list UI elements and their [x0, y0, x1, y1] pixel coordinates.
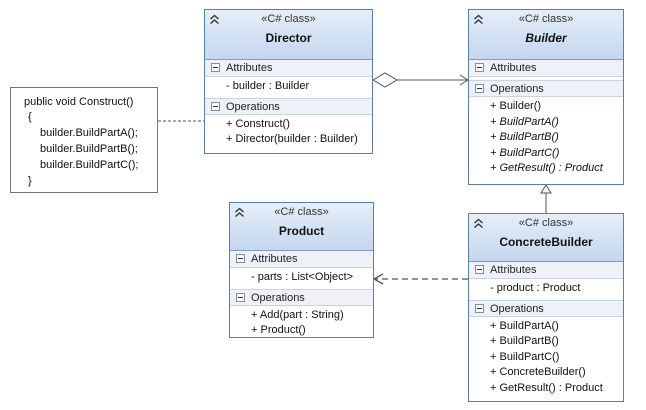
- attributes-section-header[interactable]: Attributes: [205, 60, 372, 77]
- class-name: Director: [265, 31, 312, 45]
- stereotype-label: «C# class»: [518, 217, 574, 229]
- operations-list: + Builder() + BuildPartA() + BuildPartB(…: [469, 97, 623, 180]
- collapse-icon[interactable]: [473, 14, 484, 25]
- section-label: Operations: [251, 291, 305, 304]
- operations-list: + Add(part : String) + Product(): [230, 306, 373, 342]
- aggregation-diamond: [372, 72, 398, 88]
- class-name: ConcreteBuilder: [499, 235, 593, 249]
- operation[interactable]: + Product(): [251, 324, 306, 336]
- section-label: Operations: [490, 83, 544, 95]
- collapse-icon[interactable]: [209, 14, 220, 25]
- class-header: «C# class» Director: [205, 10, 372, 60]
- attributes-section-header[interactable]: Attributes: [469, 60, 623, 77]
- collapse-icon[interactable]: [234, 207, 245, 218]
- section-label: Attributes: [226, 62, 273, 74]
- collapse-section-icon[interactable]: [211, 101, 220, 111]
- attribute[interactable]: - builder : Builder: [226, 80, 310, 92]
- attributes-list: - parts : List<Object>: [230, 268, 373, 289]
- operation[interactable]: + Builder(): [490, 100, 542, 112]
- attribute[interactable]: - parts : List<Object>: [251, 271, 354, 283]
- section-label: Attributes: [490, 264, 537, 276]
- operation[interactable]: + Add(part : String): [251, 308, 344, 321]
- inheritance-triangle: [540, 184, 552, 194]
- class-name: Builder: [525, 31, 567, 45]
- operation[interactable]: + ConcreteBuilder(): [490, 366, 586, 378]
- collapse-section-icon[interactable]: [475, 84, 484, 93]
- section-label: Attributes: [490, 62, 537, 74]
- operation[interactable]: + GetResult() : Product: [490, 162, 603, 174]
- operations-list: + BuildPartA() + BuildPartB() + BuildPar…: [469, 317, 623, 400]
- class-header: «C# class» Product: [230, 203, 373, 251]
- note-line: {: [28, 111, 32, 123]
- operation[interactable]: + BuildPartA(): [490, 319, 559, 332]
- stereotype-label: «C# class»: [518, 13, 574, 25]
- attributes-section-header[interactable]: Attributes: [230, 251, 373, 268]
- stereotype-label: «C# class»: [261, 13, 316, 25]
- class-header: «C# class» ConcreteBuilder: [469, 214, 623, 262]
- code-note: public void Construct() { builder.BuildP…: [10, 87, 158, 193]
- operations-list: + Construct() + Director(builder : Build…: [205, 115, 372, 151]
- collapse-section-icon[interactable]: [475, 303, 484, 313]
- section-label: Operations: [490, 302, 544, 315]
- operation[interactable]: + BuildPartB(): [490, 131, 559, 143]
- class-header: «C# class» Builder: [469, 10, 623, 60]
- operation[interactable]: + BuildPartB(): [490, 335, 559, 347]
- class-concrete-builder[interactable]: «C# class» ConcreteBuilder Attributes - …: [468, 213, 624, 402]
- note-line: public void Construct(): [24, 96, 134, 108]
- stereotype-label: «C# class»: [274, 206, 329, 218]
- note-line: builder.BuildPartB();: [40, 143, 138, 155]
- collapse-section-icon[interactable]: [236, 292, 245, 302]
- operations-section-header[interactable]: Operations: [469, 299, 623, 317]
- class-name: Product: [278, 224, 325, 238]
- class-director[interactable]: «C# class» Director Attributes - builder…: [204, 9, 373, 154]
- operation[interactable]: + BuildPartC(): [490, 350, 560, 363]
- operations-section-header[interactable]: Operations: [469, 80, 623, 97]
- collapse-section-icon[interactable]: [211, 63, 220, 72]
- operation[interactable]: + BuildPartC(): [490, 146, 560, 159]
- section-label: Attributes: [251, 253, 298, 265]
- class-product[interactable]: «C# class» Product Attributes - parts : …: [229, 202, 374, 338]
- note-line: builder.BuildPartA();: [40, 127, 138, 139]
- note-line: }: [28, 175, 32, 187]
- attribute[interactable]: - product : Product: [490, 282, 581, 294]
- section-label: Operations: [226, 100, 280, 113]
- class-builder[interactable]: «C# class» Builder Attributes Operations…: [468, 9, 624, 185]
- collapse-icon[interactable]: [473, 218, 484, 229]
- collapse-section-icon[interactable]: [236, 254, 245, 263]
- operations-section-header[interactable]: Operations: [205, 97, 372, 115]
- collapse-section-icon[interactable]: [475, 265, 484, 274]
- attributes-list: - builder : Builder: [205, 77, 372, 98]
- operation[interactable]: + GetResult() : Product: [490, 381, 603, 394]
- attributes-section-header[interactable]: Attributes: [469, 262, 623, 279]
- operations-section-header[interactable]: Operations: [230, 288, 373, 306]
- attributes-list: - product : Product: [469, 279, 623, 300]
- operation[interactable]: + BuildPartA(): [490, 115, 559, 128]
- operation[interactable]: + Construct(): [226, 117, 290, 130]
- dependency-arrowhead: [372, 273, 384, 285]
- note-line: builder.BuildPartC();: [40, 159, 139, 171]
- operation[interactable]: + Director(builder : Builder): [226, 133, 358, 145]
- collapse-section-icon[interactable]: [475, 63, 484, 72]
